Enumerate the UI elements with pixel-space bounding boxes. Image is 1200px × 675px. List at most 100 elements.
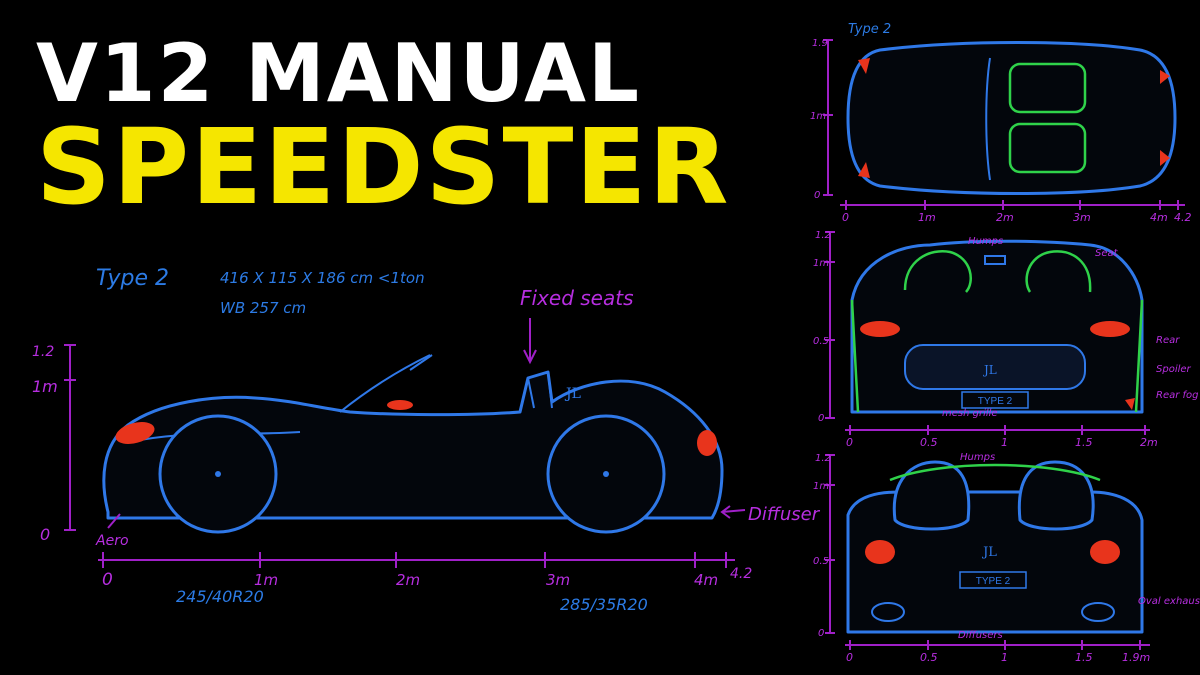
rear-x-tick: 0.5: [920, 436, 938, 449]
side-dimensions: 416 X 115 X 186 cm <1ton: [220, 269, 425, 287]
title-line-2: SPEEDSTER: [36, 106, 731, 228]
front-x-tick: 1.5: [1075, 651, 1093, 664]
side-y-tick: 1.2: [32, 344, 54, 360]
side-x-tick: 1m: [254, 571, 278, 589]
top-light: [858, 58, 870, 74]
side-y-tick: 0: [40, 525, 50, 544]
side-front-hub: [215, 471, 221, 477]
diffuser-label: Diffuser: [748, 504, 821, 525]
rear-license-plate: [961, 391, 1029, 409]
side-x-tick: 0: [102, 570, 113, 590]
top-light: [858, 162, 870, 178]
front-x-tick: 1.9m: [1122, 651, 1150, 664]
top-windshield: [985, 57, 991, 181]
side-x-tick: 4.2: [730, 566, 752, 582]
rear-third-brake-light: [984, 255, 1006, 265]
rear-plate-text: TYPE 2: [978, 396, 1013, 407]
top-x-tick: 3m: [1073, 211, 1091, 224]
front-light-right: [1090, 540, 1120, 564]
aero-label: Aero: [95, 533, 129, 549]
front-diffusers-label: Diffusers: [958, 630, 1003, 641]
fixed-seats-arrow: [523, 318, 537, 365]
top-x-tick: 4.2: [1174, 211, 1192, 224]
side-view: Type 2 416 X 115 X 186 cm <1ton WB 257 c…: [32, 266, 821, 614]
side-jl-badge: JL: [564, 386, 581, 402]
rear-x-tick: 1: [1001, 436, 1008, 449]
top-x-tick: 1m: [918, 211, 936, 224]
rear-mesh-label: mesh grille: [942, 408, 998, 419]
rear-taillight-right: [1090, 321, 1130, 337]
rear-fog-label: Rear fog: [1156, 390, 1199, 401]
front-oval-exhaust: [871, 602, 905, 622]
side-x-tick: 4m: [694, 571, 718, 589]
rear-seat-label: Seat: [1095, 248, 1119, 259]
rear-y-tick: 1.2: [815, 230, 831, 241]
rear-fog-light: [1125, 398, 1135, 410]
side-type-label: Type 2: [96, 266, 169, 291]
side-x-tick: 2m: [396, 571, 420, 589]
front-exhaust-label: Oval exhaust: [1138, 596, 1200, 607]
top-seat-right: [1008, 122, 1087, 174]
top-seat-left: [1008, 62, 1087, 114]
front-hump-right: [1017, 460, 1095, 531]
rear-taillight-left: [860, 321, 900, 337]
side-wheelbase: WB 257 cm: [220, 299, 306, 317]
front-license-plate: [959, 571, 1027, 589]
aero-arrow: [107, 513, 121, 529]
front-x-tick: 0.5: [920, 651, 938, 664]
rear-humps-label: Humps: [968, 236, 1003, 247]
rear-horizontal-ruler: [845, 425, 1150, 435]
front-hump-left: [892, 460, 971, 531]
front-jl-badge: JL: [981, 545, 997, 560]
top-horizontal-ruler: [840, 200, 1185, 210]
side-taillight: [697, 430, 717, 456]
front-x-tick: 0: [846, 651, 853, 664]
rear-x-tick: 2m: [1140, 436, 1158, 449]
side-windshield-frame: [409, 354, 433, 371]
front-view: 1.2 1m 0.5 0 0 0.5 1 1.5 1.9m JL TYPE 2 …: [813, 452, 1200, 664]
front-oval-exhaust: [1081, 602, 1115, 622]
rear-view: 1.2 1m 0.5 0 0 0.5 1 1.5 2m JL TYPE 2 Hu…: [813, 230, 1199, 449]
rear-rear-label: Rear: [1156, 335, 1180, 346]
top-x-tick: 2m: [996, 211, 1014, 224]
side-seat-hoop: [527, 371, 553, 409]
front-y-tick: 0.5: [813, 556, 829, 567]
fixed-seats-label: Fixed seats: [520, 286, 634, 310]
top-y-tick: 1.9: [812, 38, 828, 49]
top-x-tick: 0: [842, 211, 849, 224]
diffuser-arrow: [720, 505, 746, 519]
front-light-left: [865, 540, 895, 564]
side-y-tick: 1m: [32, 377, 58, 396]
front-vertical-ruler: [825, 454, 835, 634]
rear-y-tick: 1m: [813, 258, 829, 269]
front-y-tick: 0: [818, 628, 824, 639]
rear-vertical-ruler: [825, 231, 835, 419]
side-windshield: [339, 354, 431, 413]
side-mirror-light: [387, 400, 413, 410]
side-x-tick: 3m: [546, 571, 570, 589]
front-humps-label: Humps: [960, 452, 995, 463]
side-rear-hub: [603, 471, 609, 477]
rear-x-tick: 0: [846, 436, 853, 449]
rear-seat-humps: [903, 250, 1092, 293]
top-light: [1160, 70, 1170, 84]
title-line-1: V12 MANUAL: [36, 27, 641, 120]
front-horizontal-ruler: [845, 640, 1150, 650]
rear-body-sides: [850, 299, 1144, 413]
rear-y-tick: 0: [818, 413, 824, 424]
rear-tire-size: 285/35R20: [560, 595, 648, 614]
front-tire-size: 245/40R20: [176, 587, 264, 606]
top-view: Type 2 1.9 1m 0 0 1m 2m 3m 4m 4.2: [810, 22, 1192, 224]
rear-x-tick: 1.5: [1075, 436, 1093, 449]
top-vertical-ruler: [823, 39, 833, 196]
top-y-tick: 1m: [810, 111, 826, 122]
top-y-tick: 0: [814, 190, 820, 201]
front-x-tick: 1: [1001, 651, 1008, 664]
side-horizontal-ruler: [98, 552, 735, 568]
front-y-tick: 1m: [813, 481, 829, 492]
rear-mesh-grille: [904, 344, 1086, 390]
side-vertical-ruler: [64, 344, 76, 531]
front-plate-text: TYPE 2: [976, 576, 1011, 587]
top-light: [1160, 150, 1170, 166]
